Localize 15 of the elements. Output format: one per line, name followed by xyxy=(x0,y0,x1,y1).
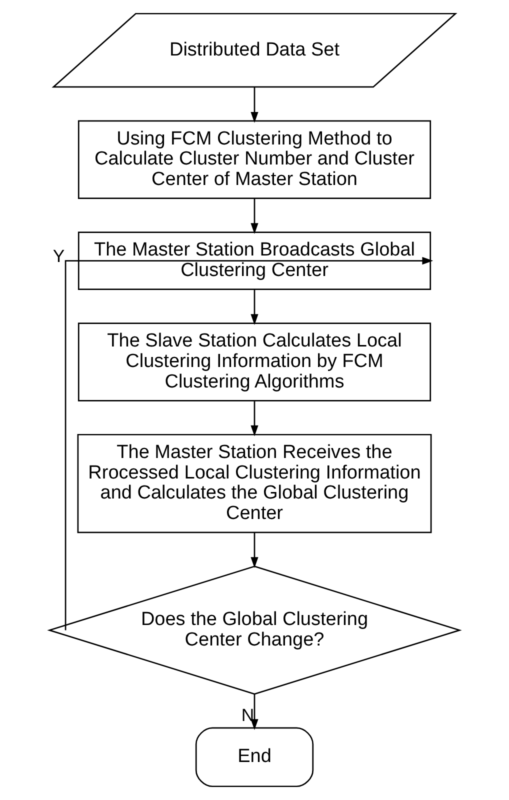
arrow xyxy=(250,401,258,436)
node-box: Using FCM Clustering Method to Calculate Cluster Number and Cluster Center of Master Station xyxy=(78,120,432,199)
arrow xyxy=(250,694,258,730)
node-box: End xyxy=(195,727,314,788)
arrow xyxy=(250,87,258,123)
arrow xyxy=(64,256,434,630)
node-box: The Master Station Broadcasts Global Clustering Center xyxy=(78,232,432,290)
node-box: The Master Station Receives the Rrocessed Local Clustering Information and Calculates the Global Clustering Center xyxy=(77,434,432,534)
edge-label: N xyxy=(241,705,254,726)
node-box: The Slave Station Calculates Local Clustering Information by FCM Clustering Algorithms xyxy=(78,322,432,402)
arrow xyxy=(250,198,258,234)
node-diamond: Does the Global Clustering Center Change? xyxy=(47,566,462,695)
edge-label: Y xyxy=(52,246,65,266)
arrow xyxy=(250,532,258,568)
arrow xyxy=(250,290,258,326)
